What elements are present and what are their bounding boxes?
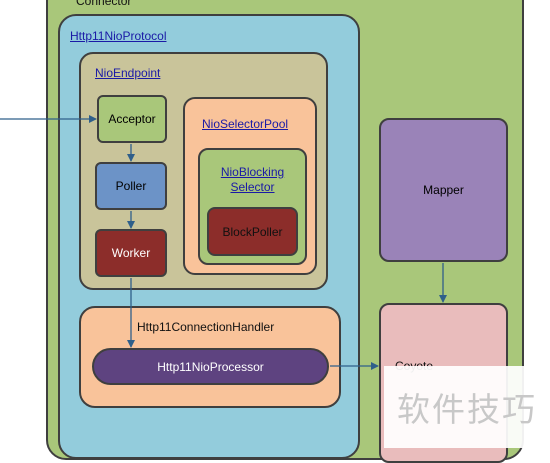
nio-blocking-selector-label-line1: NioBlocking xyxy=(220,165,285,179)
mapper-label: Mapper xyxy=(423,183,464,197)
acceptor-box: Acceptor xyxy=(97,95,167,143)
http11-nio-processor-label: Http11NioProcessor xyxy=(157,359,264,374)
connection-handler-label: Http11ConnectionHandler xyxy=(137,320,275,334)
poller-box: Poller xyxy=(95,162,167,210)
watermark: 软件技巧 xyxy=(384,366,550,448)
nio-endpoint-label[interactable]: NioEndpoint xyxy=(95,66,161,80)
nio-blocking-selector-label-line2: Selector xyxy=(230,180,275,194)
poller-label: Poller xyxy=(115,179,147,193)
acceptor-label: Acceptor xyxy=(108,112,156,126)
http11-nio-processor-box: Http11NioProcessor xyxy=(92,348,329,385)
nio-blocking-selector-label[interactable]: NioBlocking Selector xyxy=(200,165,305,195)
block-poller-box: BlockPoller xyxy=(207,207,298,256)
worker-label: Worker xyxy=(111,246,151,260)
connector-label: Connector xyxy=(76,0,132,8)
watermark-text: 软件技巧 xyxy=(397,390,537,429)
worker-box: Worker xyxy=(95,229,167,277)
http11-nio-protocol-label[interactable]: Http11NioProtocol xyxy=(70,29,167,43)
block-poller-label: BlockPoller xyxy=(222,224,283,239)
mapper-box: Mapper xyxy=(379,118,508,262)
nio-selector-pool-label[interactable]: NioSelectorPool xyxy=(202,117,289,131)
